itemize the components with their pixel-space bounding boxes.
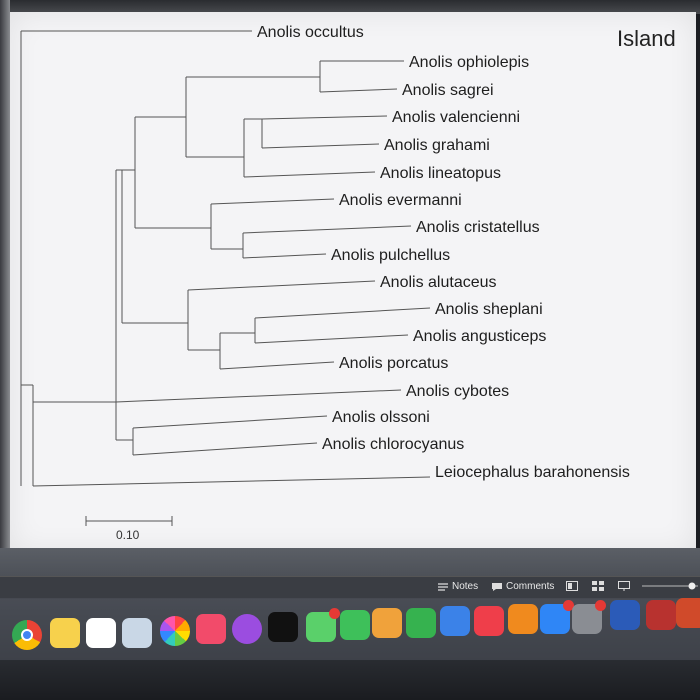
pages-icon[interactable] bbox=[372, 608, 402, 638]
comment-icon bbox=[491, 582, 503, 592]
numbers-icon[interactable] bbox=[406, 608, 436, 638]
grid-view-icon bbox=[592, 581, 604, 594]
taxon-label: Anolis chlorocyanus bbox=[322, 436, 464, 453]
taxon-label: Anolis evermanni bbox=[339, 192, 462, 209]
keynote-icon[interactable] bbox=[440, 606, 470, 636]
monitor-bezel-left bbox=[0, 0, 10, 560]
taxon-label: Anolis ophiolepis bbox=[409, 54, 529, 71]
taxon-label: Anolis grahami bbox=[384, 137, 490, 154]
podcasts-icon[interactable] bbox=[232, 614, 262, 644]
taxon-label: Anolis cybotes bbox=[406, 383, 509, 400]
taxon-label: Anolis alutaceus bbox=[380, 274, 497, 291]
taxon-label: Anolis cristatellus bbox=[416, 219, 540, 236]
powerpoint-icon[interactable] bbox=[676, 598, 700, 628]
normal-view-button[interactable] bbox=[566, 581, 578, 594]
system-preferences-icon[interactable] bbox=[572, 600, 606, 634]
taxon-label: Anolis lineatopus bbox=[380, 165, 501, 182]
tree-branch bbox=[210, 198, 335, 205]
app-store-icon[interactable] bbox=[540, 600, 574, 634]
chrome-icon[interactable] bbox=[12, 620, 42, 650]
photos-icon[interactable] bbox=[160, 616, 190, 646]
notes-label: Notes bbox=[452, 581, 479, 592]
tree-branch bbox=[254, 307, 431, 319]
taxon-label: Anolis pulchellus bbox=[331, 247, 450, 264]
taxon-label: Anolis sheplani bbox=[435, 301, 543, 318]
zoom-slider[interactable] bbox=[642, 581, 698, 591]
zoom-slider-track bbox=[642, 582, 698, 590]
comments-toggle[interactable]: Comments bbox=[491, 581, 554, 592]
taxon-label: Anolis valencienni bbox=[392, 109, 520, 126]
chrome-center bbox=[21, 629, 33, 641]
tree-branch bbox=[219, 361, 335, 370]
tree-branch bbox=[242, 253, 327, 259]
notes-icon bbox=[437, 582, 449, 592]
facetime-icon[interactable] bbox=[340, 610, 370, 640]
taxon-label: Anolis olssoni bbox=[332, 409, 430, 426]
comments-label: Comments bbox=[506, 581, 555, 592]
preview-icon[interactable] bbox=[122, 618, 152, 648]
books-icon[interactable] bbox=[508, 604, 538, 634]
notification-badge bbox=[563, 600, 574, 611]
scale-bar-label: 0.10 bbox=[116, 528, 140, 542]
status-bar: Notes Comments bbox=[0, 576, 700, 599]
notes-toggle[interactable]: Notes bbox=[437, 581, 478, 592]
macos-dock bbox=[0, 598, 700, 660]
taxon-label: Anolis porcatus bbox=[339, 355, 448, 372]
taxon-label: Anolis sagrei bbox=[402, 82, 494, 99]
tree-branch bbox=[243, 171, 376, 178]
taxon-label: Anolis angusticeps bbox=[413, 328, 546, 345]
tree-branch bbox=[115, 389, 402, 403]
tree-branch bbox=[261, 115, 388, 120]
tree-branch bbox=[132, 415, 328, 429]
tree-branch bbox=[187, 280, 376, 291]
tree-branch bbox=[242, 225, 412, 234]
reading-view-button[interactable] bbox=[618, 581, 630, 594]
taxon-label: Leiocephalus barahonensis bbox=[435, 464, 630, 481]
normal-view-icon bbox=[566, 581, 578, 594]
word-icon[interactable] bbox=[610, 600, 640, 630]
news-icon[interactable] bbox=[474, 606, 504, 636]
notification-badge bbox=[595, 600, 606, 611]
reading-view-icon bbox=[618, 581, 630, 594]
tv-icon[interactable] bbox=[268, 612, 298, 642]
notification-badge bbox=[329, 608, 340, 619]
dictionary-icon[interactable] bbox=[646, 600, 676, 630]
slide-title-tag: Island bbox=[617, 26, 676, 51]
scale-bar: 0.10 bbox=[85, 516, 173, 542]
tree-branch bbox=[32, 476, 431, 487]
tree-branch bbox=[319, 88, 398, 93]
tree-branch bbox=[261, 143, 380, 149]
notes-icon[interactable] bbox=[50, 618, 80, 648]
monitor-bezel-top bbox=[0, 0, 700, 14]
music-icon[interactable] bbox=[196, 614, 226, 644]
taxon-label: Anolis occultus bbox=[257, 24, 364, 41]
reminders-icon[interactable] bbox=[86, 618, 116, 648]
tree-branch bbox=[132, 442, 318, 456]
messages-icon[interactable] bbox=[306, 608, 340, 642]
tree-branch bbox=[254, 334, 409, 344]
slide-sorter-button[interactable] bbox=[592, 581, 604, 594]
